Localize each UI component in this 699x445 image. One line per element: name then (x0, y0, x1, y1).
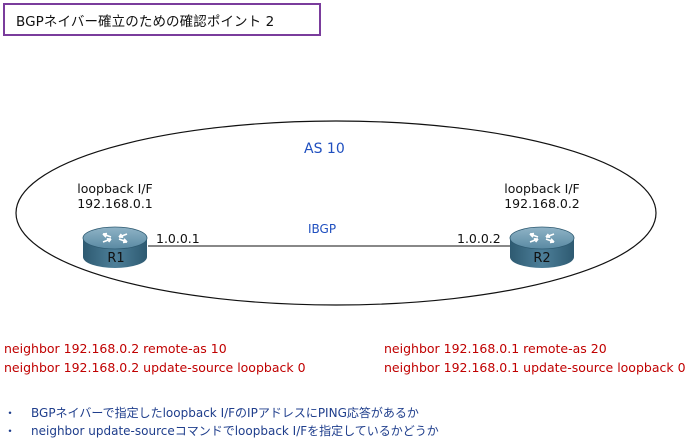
r2-loopback-title: loopback I/F (504, 181, 580, 196)
r2-config-block: neighbor 192.168.0.1 remote-as 20 neighb… (384, 339, 686, 377)
list-item: ・ BGPネイバーで指定したloopback I/FのIPアドレスにPING応答… (4, 404, 439, 422)
as-boundary-ellipse (15, 120, 657, 306)
as-label: AS 10 (304, 141, 345, 157)
r1-link-ip: 1.0.0.1 (156, 231, 200, 246)
r2-link-ip: 1.0.0.2 (457, 231, 501, 246)
r1-config-block: neighbor 192.168.0.2 remote-as 10 neighb… (4, 339, 306, 377)
router-r1-name: R1 (107, 251, 124, 266)
diagram-title: BGPネイバー確立のための確認ポイント 2 (16, 13, 275, 30)
checkpoint-text: neighbor update-sourceコマンドでloopback I/Fを… (31, 424, 439, 438)
r1-config-line: neighbor 192.168.0.2 update-source loopb… (4, 360, 306, 375)
bullet-mark: ・ (4, 424, 17, 438)
r2-config-line: neighbor 192.168.0.1 remote-as 20 (384, 341, 607, 356)
diagram-title-box: BGPネイバー確立のための確認ポイント 2 (3, 3, 321, 36)
r2-config-line: neighbor 192.168.0.1 update-source loopb… (384, 360, 686, 375)
checkpoint-list: ・ BGPネイバーで指定したloopback I/FのIPアドレスにPING応答… (4, 404, 439, 440)
r1-loopback-ip: 192.168.0.1 (77, 196, 153, 211)
router-icon (529, 232, 555, 244)
router-r2-name: R2 (533, 251, 550, 266)
bullet-mark: ・ (4, 406, 17, 420)
topology-diagram: R1 R2 (15, 120, 657, 306)
r2-loopback-ip: 192.168.0.2 (504, 196, 580, 211)
checkpoint-text: BGPネイバーで指定したloopback I/FのIPアドレスにPING応答があ… (31, 406, 419, 420)
r1-loopback-label: loopback I/F 192.168.0.1 (60, 181, 170, 211)
router-r2[interactable] (509, 226, 575, 268)
ibgp-label: IBGP (308, 222, 337, 236)
router-r1[interactable] (82, 226, 148, 268)
list-item: ・ neighbor update-sourceコマンドでloopback I/… (4, 422, 439, 440)
r1-config-line: neighbor 192.168.0.2 remote-as 10 (4, 341, 227, 356)
r1-loopback-title: loopback I/F (77, 181, 153, 196)
router-icon (102, 232, 128, 244)
r2-loopback-label: loopback I/F 192.168.0.2 (487, 181, 597, 211)
